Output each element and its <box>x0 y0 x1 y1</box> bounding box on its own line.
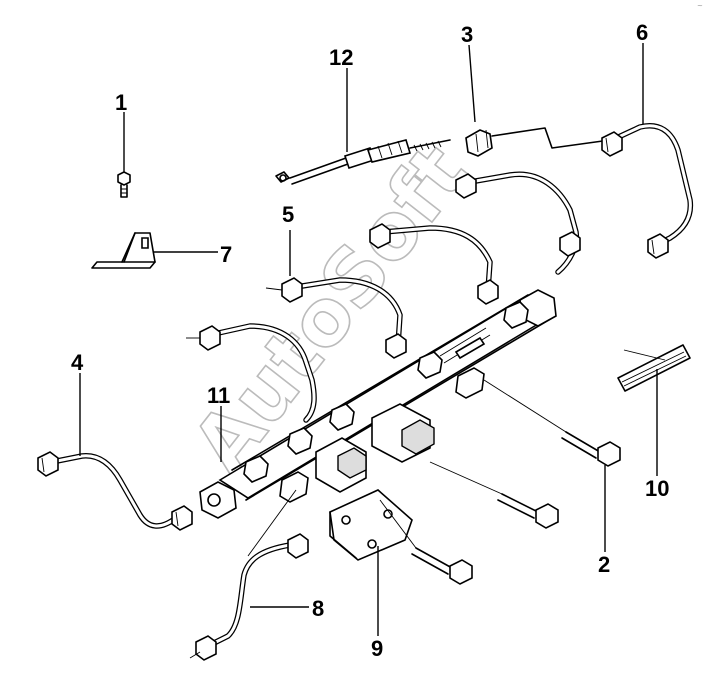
part-3-nut <box>465 127 611 157</box>
part-1-bolt <box>117 171 131 198</box>
part-11-fuel-rail <box>199 289 557 519</box>
callout-3: 3 <box>461 22 473 47</box>
rail-feed-pipe-left <box>186 323 317 423</box>
corner-mark: ~ <box>697 2 703 10</box>
part-5-pipe <box>265 277 407 359</box>
callout-10: 10 <box>645 476 669 501</box>
callout-5: 5 <box>282 202 294 227</box>
rail-feed-pipes <box>369 171 581 305</box>
callout-labels: 1 2 3 4 5 6 7 8 9 10 11 12 <box>71 20 669 661</box>
part-10-plate <box>617 344 691 392</box>
callout-4: 4 <box>71 350 84 375</box>
callout-6: 6 <box>636 20 648 45</box>
callout-11: 11 <box>207 383 230 408</box>
part-8-pipe <box>189 489 309 661</box>
callout-1: 1 <box>115 90 127 115</box>
callout-2: 2 <box>598 552 610 577</box>
callout-12: 12 <box>329 45 353 70</box>
leader-lines <box>79 43 658 636</box>
callout-9: 9 <box>371 636 383 661</box>
callout-7: 7 <box>220 242 232 267</box>
part-4-pipe <box>37 451 193 531</box>
part-2-bolts <box>379 379 621 585</box>
callout-8: 8 <box>312 596 324 621</box>
part-9-bracket <box>329 489 413 561</box>
part-6-pipe <box>601 123 694 259</box>
part-7-bracket <box>91 232 156 269</box>
part-12-glow-plug <box>275 139 451 185</box>
